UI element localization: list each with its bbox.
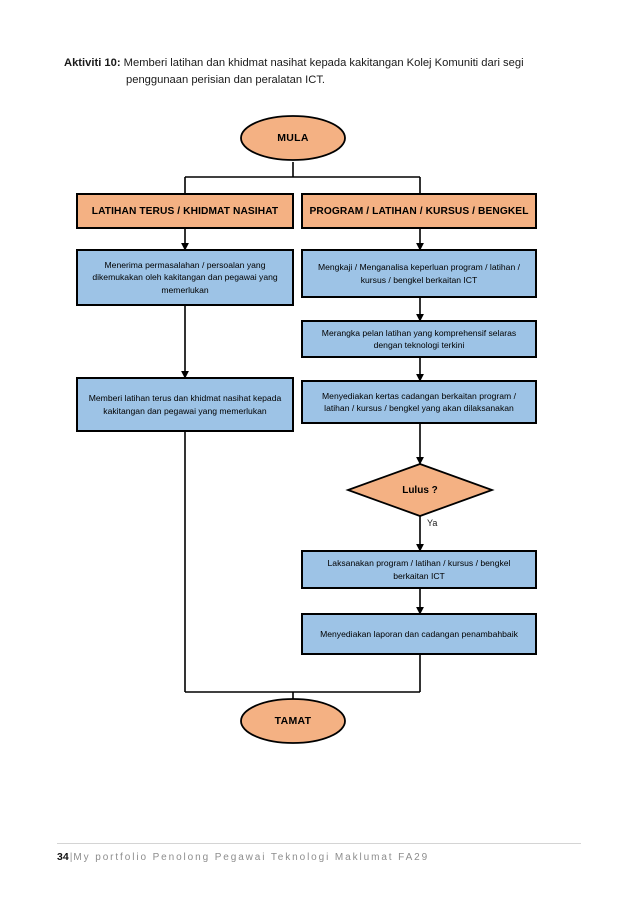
- node-r3-label: Menyediakan kertas cadangan berkaitan pr…: [322, 390, 516, 413]
- node-header-left-shape: [76, 193, 294, 229]
- activity-description-part-1: Memberi latihan dan khidmat nasihat kepa…: [120, 57, 524, 69]
- footer-divider: [57, 843, 581, 844]
- node-header-right-shape: [301, 193, 537, 229]
- node-mula-shape: [240, 115, 346, 161]
- node-l1-shape: [76, 249, 294, 306]
- footer-text: My portfolio Penolong Pegawai Teknologi …: [73, 852, 430, 863]
- node-mula[interactable]: MULA: [241, 116, 345, 160]
- node-r3[interactable]: Menyediakan kertas cadangan berkaitan pr…: [302, 381, 536, 423]
- node-l2[interactable]: Memberi latihan terus dan khidmat nasiha…: [77, 378, 293, 431]
- node-r2-shape: [301, 320, 537, 358]
- node-header-left[interactable]: LATIHAN TERUS / KHIDMAT NASIHAT: [77, 194, 293, 228]
- node-r2[interactable]: Merangka pelan latihan yang komprehensif…: [302, 321, 536, 357]
- node-tamat-label: TAMAT: [274, 715, 312, 727]
- footer: 34|My portfolio Penolong Pegawai Teknolo…: [57, 851, 581, 863]
- node-l1[interactable]: Menerima permasalahan / persoalan yang d…: [77, 250, 293, 305]
- node-decision-label: Lulus ?: [402, 484, 438, 496]
- node-r5-shape: [301, 613, 537, 655]
- node-r1-shape: [301, 249, 537, 298]
- node-r4[interactable]: Laksanakan program / latihan / kursus / …: [302, 551, 536, 588]
- activity-label: Aktiviti 10:: [64, 57, 121, 69]
- node-r1[interactable]: Mengkaji / Menganalisa keperluan program…: [302, 250, 536, 297]
- edge-label-yes: Ya: [427, 518, 438, 528]
- node-r2-label: Merangka pelan latihan yang komprehensif…: [321, 327, 517, 350]
- node-header-right-label: PROGRAM / LATIHAN / KURSUS / BENGKEL: [309, 205, 529, 217]
- page-title-line-1: Aktiviti 10: Memberi latihan dan khidmat…: [64, 55, 564, 72]
- page-title: Aktiviti 10: Memberi latihan dan khidmat…: [64, 55, 564, 89]
- node-header-left-label: LATIHAN TERUS / KHIDMAT NASIHAT: [91, 205, 279, 217]
- node-tamat-shape: [240, 698, 346, 744]
- node-l2-shape: [76, 377, 294, 432]
- node-r5[interactable]: Menyediakan laporan dan cadangan penamba…: [302, 614, 536, 654]
- node-mula-label: MULA: [277, 132, 309, 144]
- node-r1-label: Mengkaji / Menganalisa keperluan program…: [317, 262, 521, 285]
- footer-separator: |: [69, 851, 73, 863]
- node-r5-label: Menyediakan laporan dan cadangan penamba…: [320, 628, 518, 639]
- node-r3-shape: [301, 380, 537, 424]
- node-decision-shape: [345, 463, 495, 517]
- node-r4-shape: [301, 550, 537, 589]
- node-l1-label: Menerima permasalahan / persoalan yang d…: [92, 259, 278, 295]
- node-r4-label: Laksanakan program / latihan / kursus / …: [327, 558, 511, 581]
- node-tamat[interactable]: TAMAT: [241, 699, 345, 743]
- node-decision[interactable]: Lulus ?: [368, 468, 472, 512]
- footer-page-number: 34: [57, 851, 69, 863]
- node-l2-label: Memberi latihan terus dan khidmat nasiha…: [88, 393, 282, 416]
- activity-description-part-2: penggunaan perisian dan peralatan ICT.: [126, 74, 326, 86]
- node-header-right[interactable]: PROGRAM / LATIHAN / KURSUS / BENGKEL: [302, 194, 536, 228]
